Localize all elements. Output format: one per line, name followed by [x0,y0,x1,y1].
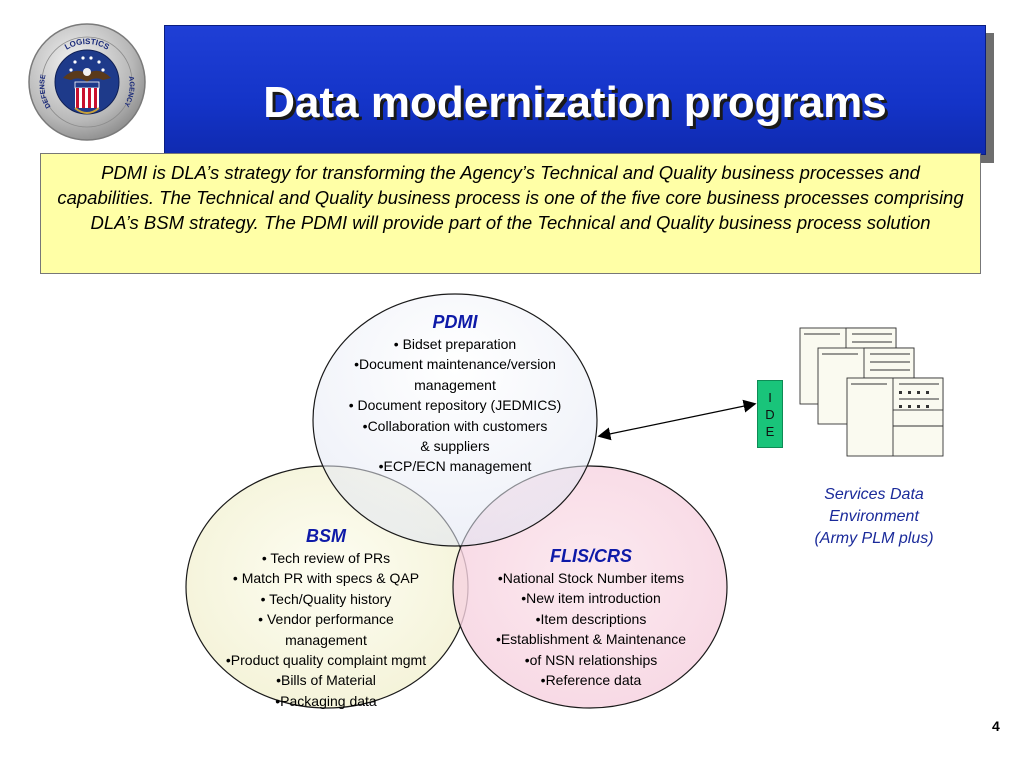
pdmi-item: •Collaboration with customers [362,417,548,434]
ide-arrow [597,399,757,441]
flis-crs-text-block: FLIS/CRS •National Stock Number items •N… [466,544,716,690]
pdmi-item: management [414,376,496,393]
services-label-line: Environment [829,508,919,525]
page-number: 4 [992,718,1000,734]
pdmi-item: •ECP/ECN management [378,458,532,475]
bsm-item: • Tech/Quality history [260,590,392,607]
pdmi-item: • Document repository (JEDMICS) [348,397,562,414]
services-label-line: Services Data [824,486,924,503]
bsm-item: •Bills of Material [276,672,376,689]
ide-letter: I [768,389,772,405]
ide-box: I D E [757,380,783,448]
flis-crs-item: •of NSN relationships [524,651,658,668]
title-banner: Data modernization programs [164,25,986,155]
bsm-item: management [285,631,367,648]
bsm-item: • Vendor performance [258,611,394,628]
slide-title: Data modernization programs [263,78,887,127]
bsm-item: •Packaging data [275,692,377,709]
document-stack-icon [799,327,944,457]
summary-text: PDMI is DLA’s strategy for transforming … [57,162,964,233]
services-data-environment-label: Services Data Environment (Army PLM plus… [776,484,972,550]
bsm-heading: BSM [306,526,346,546]
flis-crs-item: •Establishment & Maintenance [495,631,687,648]
services-label-line: (Army PLM plus) [814,530,934,547]
pdmi-item: • Bidset preparation [393,336,517,352]
bsm-text-block: BSM • Tech review of PRs • Match PR with… [196,524,456,711]
pdmi-item: & suppliers [420,438,490,455]
bsm-item: •Product quality complaint mgmt [225,652,427,669]
bsm-item: • Tech review of PRs [261,550,391,566]
ide-letter: D [765,406,775,422]
flis-crs-heading: FLIS/CRS [549,546,632,566]
flis-crs-item: •Reference data [540,672,642,689]
flis-crs-item: •New item introduction [521,590,661,607]
flis-crs-item: •National Stock Number items [497,570,685,586]
dla-logo: LOGISTICS DEFENSE AGENCY [28,23,146,141]
summary-box: PDMI is DLA’s strategy for transforming … [40,153,981,274]
pdmi-heading: PDMI [432,312,478,332]
pdmi-text-block: PDMI • Bidset preparation •Document main… [318,310,592,477]
pdmi-item: •Document maintenance/version [354,356,556,373]
ide-letter: E [765,423,775,439]
bsm-item: • Match PR with specs & QAP [232,570,420,587]
pdmi-circle [312,293,598,547]
flis-crs-item: •Item descriptions [535,610,647,627]
